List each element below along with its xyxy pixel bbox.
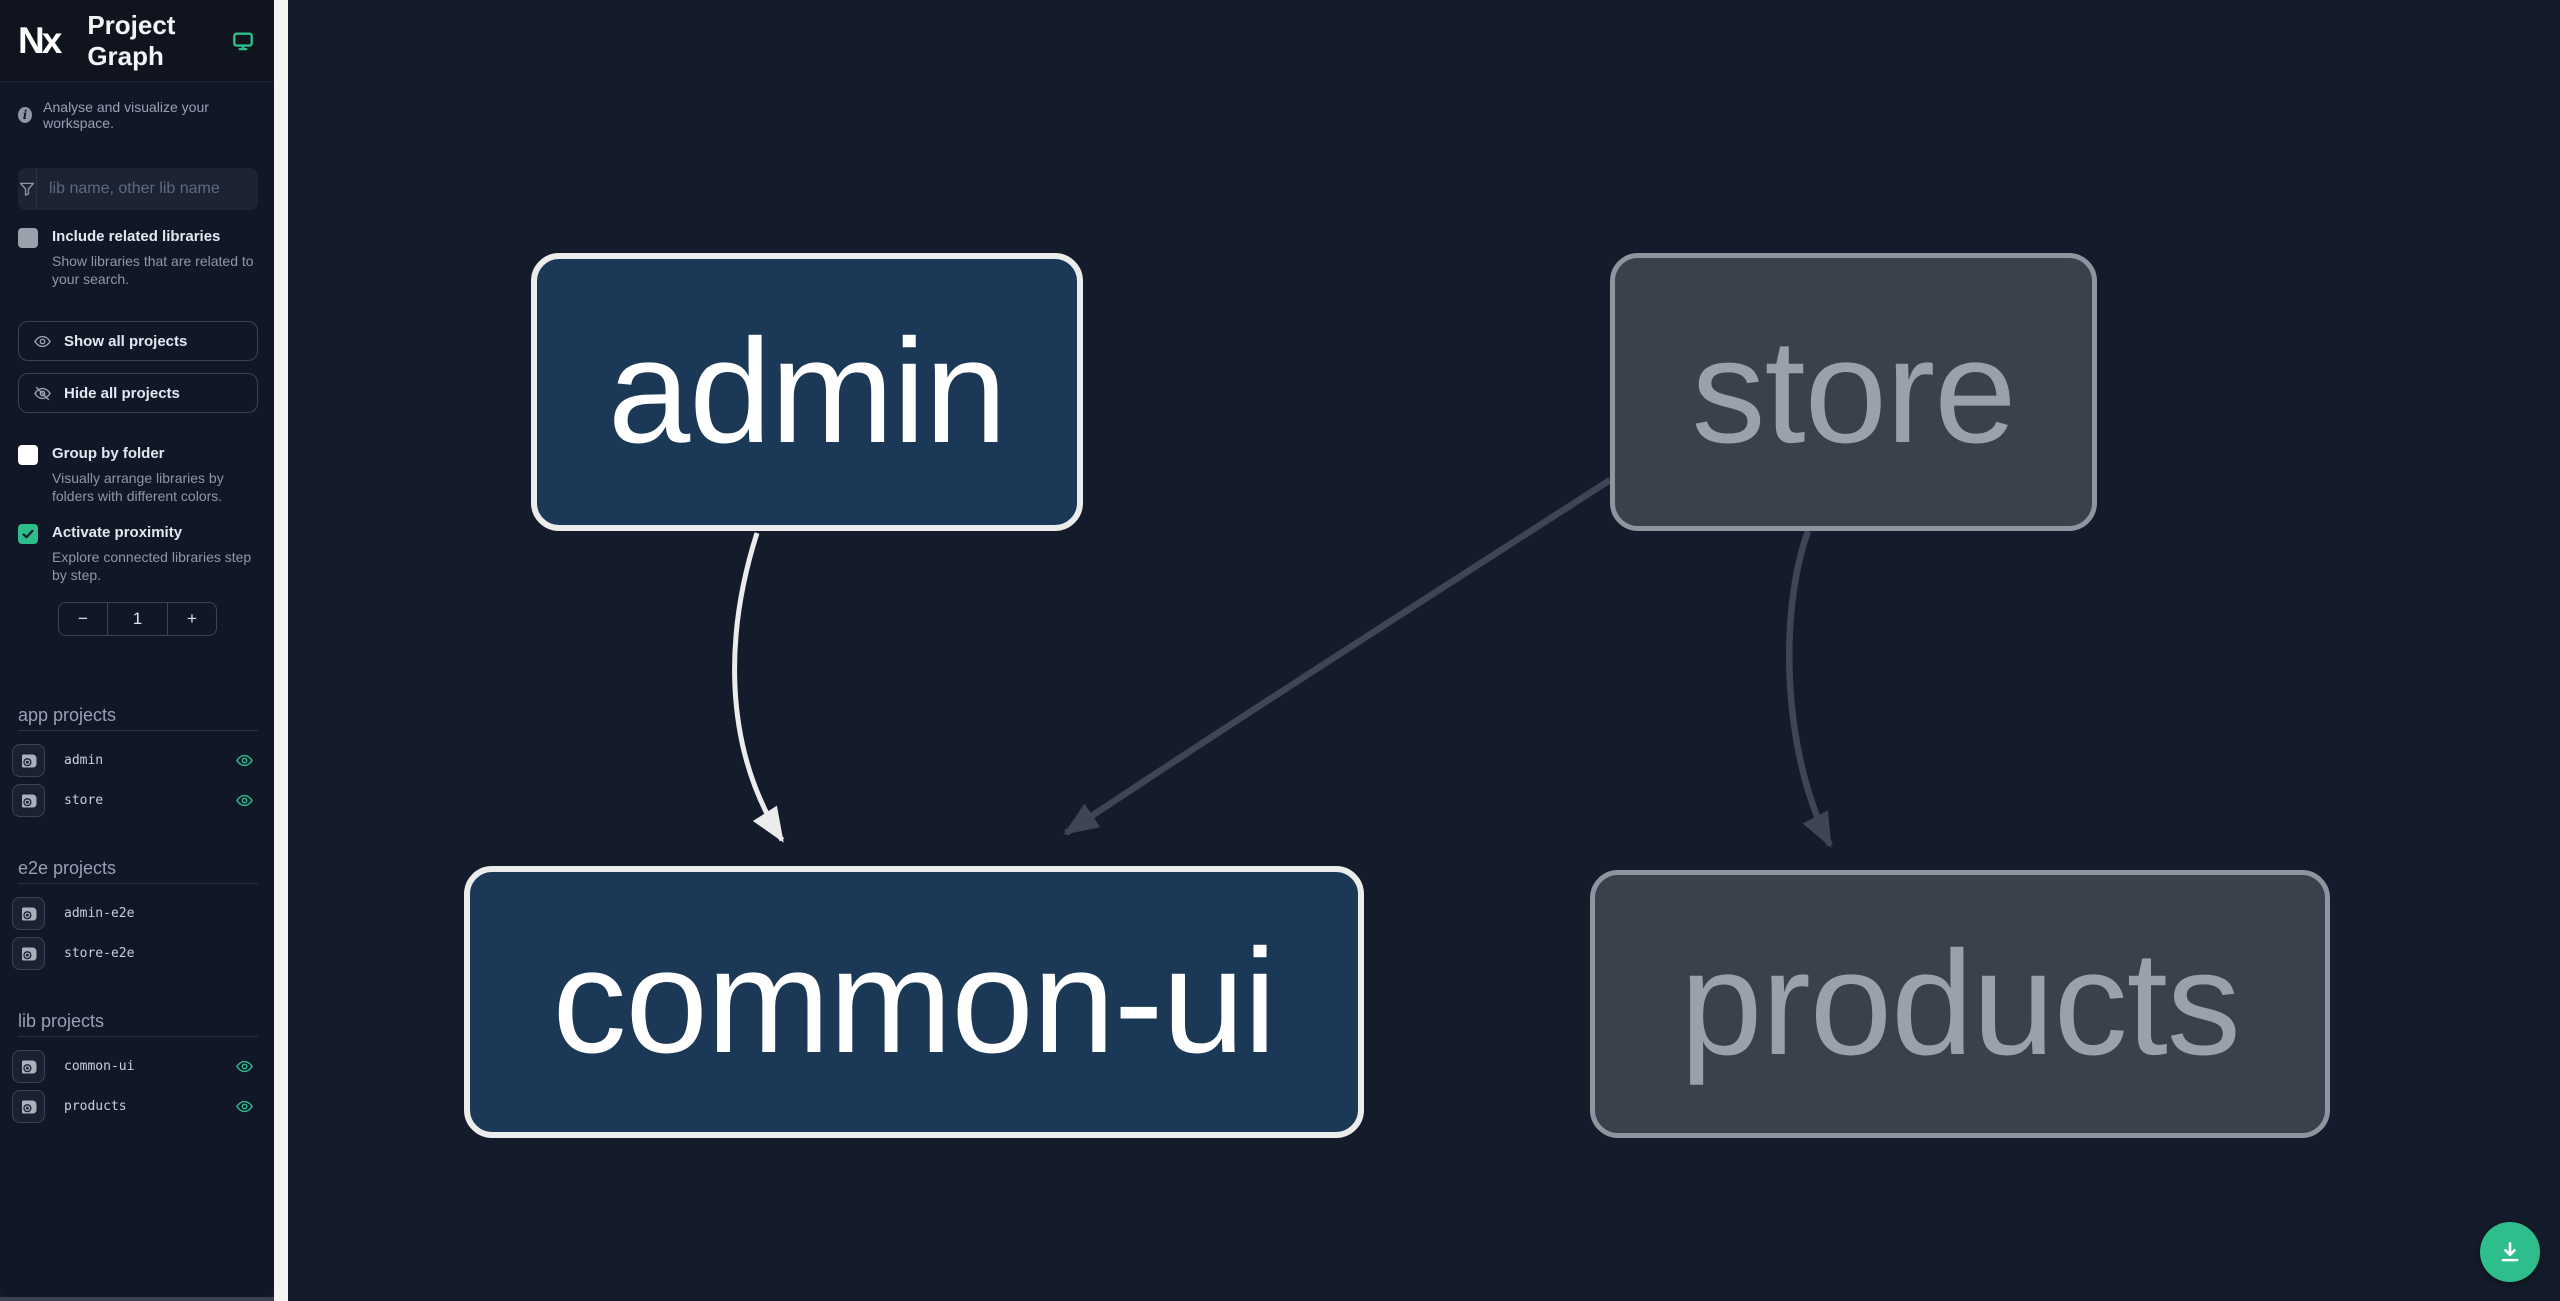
toggle-visibility-eye-icon[interactable] xyxy=(235,751,254,770)
focus-project-icon xyxy=(21,947,36,960)
hide-all-projects-button[interactable]: Hide all projects xyxy=(18,373,258,413)
info-icon: i xyxy=(18,107,33,123)
include-related-description: Show libraries that are related to your … xyxy=(52,253,254,287)
include-related-checkbox[interactable] xyxy=(18,228,38,248)
activate-proximity-label: Activate proximity xyxy=(52,524,183,541)
visibility-eye-icon xyxy=(236,1060,253,1073)
theme-monitor-icon[interactable] xyxy=(232,30,254,52)
show-all-projects-button[interactable]: Show all projects xyxy=(18,321,258,361)
graph-node-common-ui[interactable]: common-ui xyxy=(464,866,1364,1138)
download-icon xyxy=(2501,1242,2519,1262)
focus-project-button[interactable] xyxy=(12,897,45,930)
project-name: store xyxy=(64,793,104,808)
project-row-store-e2e: store-e2e xyxy=(12,937,258,970)
activate-proximity-row[interactable]: Activate proximity Explore connected lib… xyxy=(0,523,274,584)
project-section: lib projects common-ui products xyxy=(12,1011,258,1123)
eye-icon xyxy=(34,335,51,347)
app-header: Nx Project Graph xyxy=(0,0,274,82)
focus-project-button[interactable] xyxy=(12,937,45,970)
graph-node-products[interactable]: products xyxy=(1590,870,2330,1138)
proximity-stepper: − 1 + xyxy=(58,602,217,636)
project-row-store: store xyxy=(12,784,258,817)
toggle-visibility-eye-icon[interactable] xyxy=(235,1097,254,1116)
section-heading: app projects xyxy=(18,705,258,731)
project-row-products: products xyxy=(12,1090,258,1123)
project-name: admin-e2e xyxy=(64,906,135,921)
visibility-eye-icon xyxy=(236,794,253,807)
focus-project-icon xyxy=(21,794,36,807)
project-lists: app projects admin store e2e projects admin-… xyxy=(0,705,274,1123)
project-section: app projects admin store xyxy=(12,705,258,817)
focus-project-icon xyxy=(21,754,36,767)
section-heading: lib projects xyxy=(18,1011,258,1037)
group-by-folder-row[interactable]: Group by folder Visually arrange librari… xyxy=(0,444,274,505)
tagline-text: Analyse and visualize your workspace. xyxy=(43,99,209,131)
visibility-eye-icon xyxy=(236,754,253,767)
dependency-edge-store-products[interactable] xyxy=(1785,529,1833,848)
dependency-edge-store-common-ui[interactable] xyxy=(1063,477,1612,836)
proximity-value: 1 xyxy=(107,603,168,635)
graph-canvas[interactable]: admin store common-ui products xyxy=(288,0,2560,1301)
sidebar: Nx Project Graph i Analyse and visualize… xyxy=(0,0,274,1297)
group-by-folder-description: Visually arrange libraries by folders wi… xyxy=(52,470,224,504)
project-name: common-ui xyxy=(64,1059,135,1074)
group-by-folder-label: Group by folder xyxy=(52,445,165,462)
proximity-decrement-button[interactable]: − xyxy=(59,603,107,635)
filter-funnel-icon xyxy=(18,168,37,210)
graph-node-admin[interactable]: admin xyxy=(531,253,1083,531)
filter-box xyxy=(18,168,258,210)
project-section: e2e projects admin-e2e store-e2e xyxy=(12,858,258,970)
workspace-tagline: i Analyse and visualize your workspace. xyxy=(0,82,274,131)
proximity-increment-button[interactable]: + xyxy=(168,603,216,635)
toggle-visibility-eye-icon[interactable] xyxy=(235,1057,254,1076)
node-label: products xyxy=(1680,921,2241,1086)
sidebar-horizontal-scrollbar[interactable] xyxy=(0,1297,274,1301)
graph-node-store[interactable]: store xyxy=(1610,253,2097,531)
node-label: common-ui xyxy=(552,919,1277,1084)
project-name: admin xyxy=(64,753,104,768)
show-all-projects-label: Show all projects xyxy=(64,332,188,350)
project-name: products xyxy=(64,1099,127,1114)
focus-project-icon xyxy=(21,907,36,920)
project-row-common-ui: common-ui xyxy=(12,1050,258,1083)
checkmark-icon xyxy=(22,529,34,539)
project-row-admin-e2e: admin-e2e xyxy=(12,897,258,930)
hide-all-projects-label: Hide all projects xyxy=(64,384,180,402)
include-related-row[interactable]: Include related libraries Show libraries… xyxy=(0,227,274,288)
visibility-eye-icon xyxy=(236,1100,253,1113)
focus-project-button[interactable] xyxy=(12,1050,45,1083)
filter-input[interactable] xyxy=(37,168,258,210)
group-by-folder-checkbox[interactable] xyxy=(18,445,38,465)
dependency-edges-layer xyxy=(732,477,1833,848)
nx-logo: Nx xyxy=(18,19,62,61)
focus-project-button[interactable] xyxy=(12,784,45,817)
focus-project-button[interactable] xyxy=(12,744,45,777)
node-label: store xyxy=(1691,309,2016,474)
activate-proximity-description: Explore connected libraries step by step… xyxy=(52,549,252,583)
download-graph-image-button[interactable] xyxy=(2480,1222,2540,1282)
node-label: admin xyxy=(607,309,1007,474)
eye-off-icon xyxy=(34,386,51,400)
section-heading: e2e projects xyxy=(18,858,258,884)
focus-project-button[interactable] xyxy=(12,1090,45,1123)
toggle-visibility-eye-icon[interactable] xyxy=(235,791,254,810)
focus-project-icon xyxy=(21,1060,36,1073)
include-related-label: Include related libraries xyxy=(52,228,221,245)
activate-proximity-checkbox[interactable] xyxy=(18,524,38,544)
focus-project-icon xyxy=(21,1100,36,1113)
app-title: Project Graph xyxy=(87,9,176,71)
dependency-edge-admin-common-ui[interactable] xyxy=(732,532,785,843)
project-row-admin: admin xyxy=(12,744,258,777)
project-name: store-e2e xyxy=(64,946,135,961)
sidebar-resizer-handle[interactable] xyxy=(274,0,288,1301)
